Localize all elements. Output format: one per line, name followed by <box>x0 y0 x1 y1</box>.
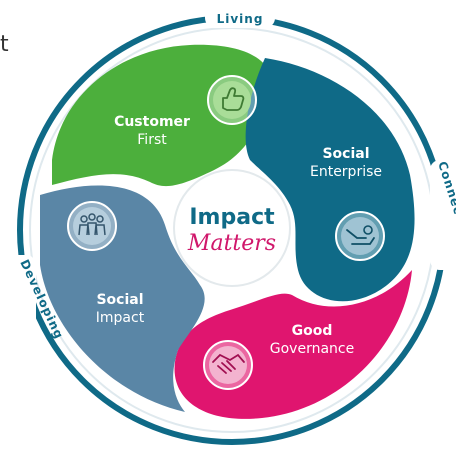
ring-label-connecting-group: Connecting <box>430 160 456 270</box>
ring-label-bg-top <box>205 6 275 28</box>
segment-subtitle-governance: Governance <box>270 341 354 357</box>
ring-label-living: Living <box>217 12 264 26</box>
people-group-icon <box>67 201 117 251</box>
center-script: Matters <box>187 231 276 256</box>
thumbs-up-icon <box>207 75 257 125</box>
segment-title-customer: Customer <box>114 114 190 130</box>
segment-title-governance: Good <box>292 323 333 339</box>
handshake-icon <box>203 340 253 390</box>
segment-subtitle-impact: Impact <box>96 310 145 326</box>
segment-subtitle-customer: First <box>137 132 167 148</box>
hand-coin-icon <box>335 211 385 261</box>
center-circle <box>173 169 291 287</box>
center-title: Impact <box>189 205 275 230</box>
stray-text: t <box>0 32 9 57</box>
segment-social-impact[interactable] <box>40 185 205 412</box>
segment-title-enterprise: Social <box>322 146 369 162</box>
segment-subtitle-enterprise: Enterprise <box>310 164 382 180</box>
segment-title-impact: Social <box>96 292 143 308</box>
